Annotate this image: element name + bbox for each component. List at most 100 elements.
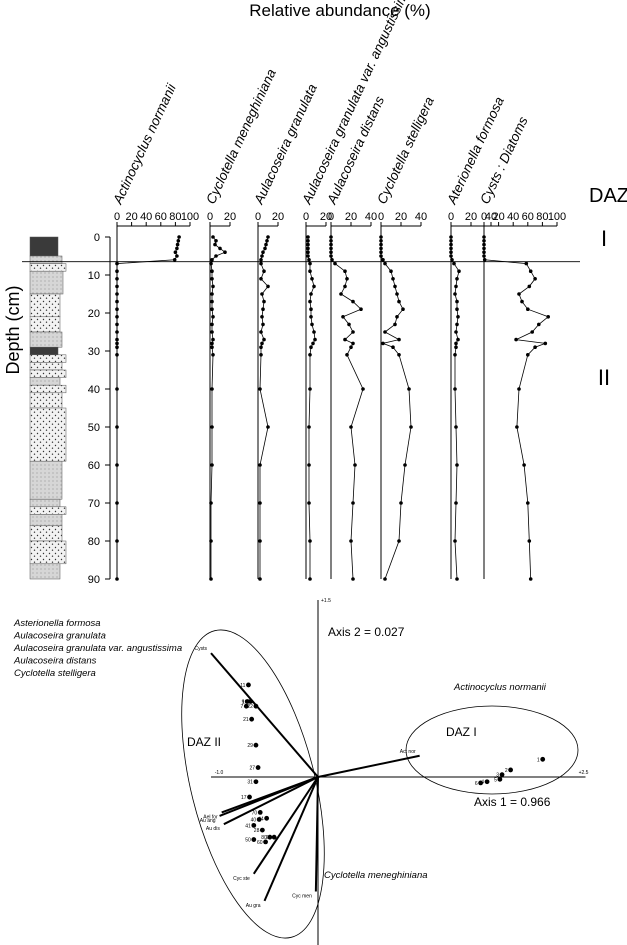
sample-point (454, 284, 458, 289)
sample-point (306, 246, 310, 251)
sample-point (210, 425, 214, 429)
sample-point-label: 29 (247, 743, 253, 749)
axis-min-label: -1.0 (215, 770, 224, 776)
sample-point (261, 307, 265, 312)
sample-point (508, 767, 513, 773)
legend-species-line: Asterionella formosa (13, 618, 101, 629)
sample-point (307, 258, 311, 262)
depth-tick-label: 70 (88, 498, 100, 510)
sample-point (266, 284, 270, 289)
sample-point (172, 258, 177, 262)
species-curve (307, 237, 316, 579)
sample-point (379, 239, 383, 243)
lithology-layer (29, 255, 63, 264)
sample-point (211, 315, 215, 319)
sample-point (449, 242, 453, 247)
depth-tick-label: 10 (88, 270, 100, 282)
panel-tick-label: 0 (481, 211, 487, 223)
sample-point (339, 292, 343, 296)
sample-point (347, 322, 351, 327)
daz-ii-ellipse (181, 629, 325, 939)
sample-point (258, 387, 262, 391)
sample-point-label: 9 (242, 699, 245, 705)
sample-point-label: 21 (243, 717, 249, 723)
sample-point (175, 242, 180, 247)
panel-tick-label: 0 (303, 211, 309, 223)
sample-point (399, 501, 403, 505)
sample-point (266, 425, 270, 429)
sample-point (209, 261, 213, 266)
sample-point (308, 261, 312, 266)
sample-point (115, 539, 119, 543)
sample-point (343, 337, 347, 342)
panel-tick-label: 40 (507, 211, 519, 223)
sample-point-label: 27 (250, 766, 256, 772)
sample-point (306, 250, 310, 254)
sample-point (306, 242, 310, 247)
sample-point (524, 261, 529, 266)
sample-point (361, 387, 365, 391)
sample-point (381, 341, 385, 346)
sample-point (211, 353, 215, 357)
sample-point (407, 387, 411, 391)
sample-point (484, 779, 490, 785)
panel-tick-label: 40 (415, 211, 427, 223)
sample-point (517, 387, 521, 391)
sample-point (214, 239, 218, 243)
sample-point (389, 269, 393, 274)
species-curve (380, 237, 412, 580)
sample-point (449, 239, 453, 243)
sample-point (395, 315, 399, 319)
sample-point (259, 330, 263, 334)
sample-point (209, 577, 213, 581)
zone-label: I (601, 226, 607, 251)
sample-point (210, 330, 214, 334)
sample-point-label: 50 (245, 838, 251, 844)
sample-point (247, 794, 252, 800)
panel-tick-label: 0 (448, 211, 454, 223)
sample-point (454, 345, 458, 350)
depth-tick-label: 50 (88, 422, 100, 434)
sample-point (258, 463, 262, 467)
sample-point (499, 772, 505, 778)
sample-point (329, 246, 333, 251)
panel-tick-label: 20 (395, 211, 407, 223)
sample-point (309, 315, 313, 319)
sample-point-label: 10 (242, 699, 248, 705)
sample-point (260, 254, 264, 258)
sample-point (379, 246, 383, 251)
sample-point (528, 577, 533, 581)
sample-point (309, 345, 313, 350)
sample-point (260, 292, 264, 296)
lithology-layer (29, 525, 63, 542)
axis-1-eigenvalue: Axis 1 = 0.966 (474, 795, 551, 809)
vector-label: Cysts (195, 646, 208, 652)
sample-point (537, 322, 541, 327)
vector-label: Cyc ste (233, 876, 250, 882)
panel-tick-label: 0 (114, 211, 120, 223)
sample-point (403, 463, 407, 467)
sample-point (115, 463, 119, 467)
species-curve (450, 237, 460, 580)
sample-point (211, 337, 215, 342)
sample-point (452, 261, 456, 266)
sample-point (379, 250, 383, 254)
sample-point (543, 341, 548, 346)
species-vector (219, 776, 319, 817)
sample-point (115, 345, 119, 350)
sample-point (530, 330, 534, 334)
sample-point (115, 387, 119, 391)
sample-point (251, 822, 257, 828)
sample-point (307, 501, 311, 505)
axis-max-label: +2.5 (579, 770, 589, 776)
depth-tick-label: 80 (88, 536, 100, 548)
sample-point (263, 839, 268, 845)
panel-tick-label: 0 (328, 211, 334, 223)
sample-point (115, 330, 119, 334)
sample-point (454, 501, 458, 505)
sample-point (333, 261, 337, 266)
sample-point (307, 425, 311, 429)
sample-point (211, 235, 215, 239)
